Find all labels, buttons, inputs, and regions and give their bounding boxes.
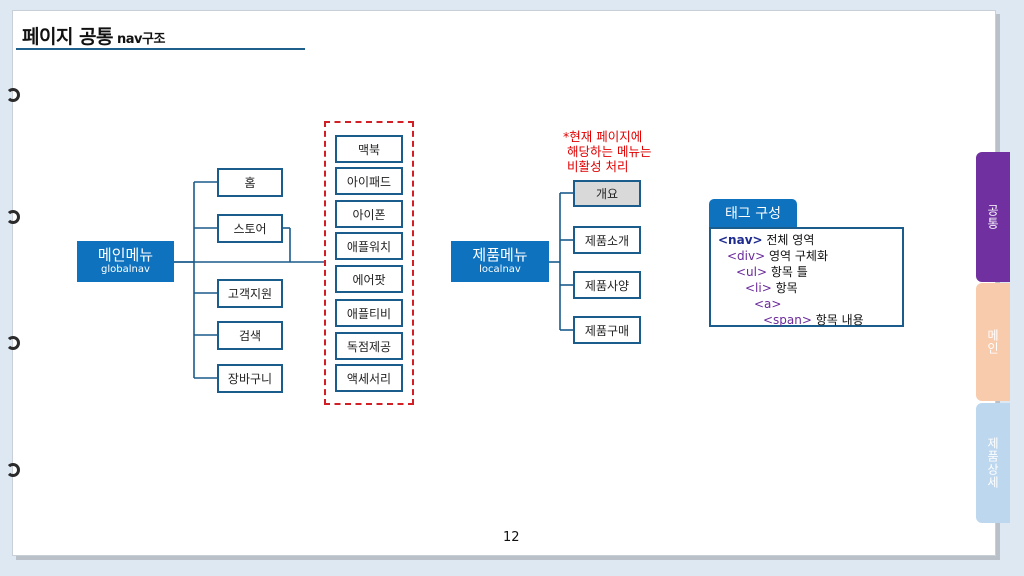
global-nav-item-store: 스토어 (217, 214, 283, 243)
binder-ring-icon (6, 210, 20, 224)
store-submenu-item: 액세서리 (335, 364, 403, 392)
tag-line: <ul> 항목 틀 (718, 264, 902, 280)
store-submenu-item: 아이패드 (335, 167, 403, 195)
tag-desc: 영역 구체화 (765, 249, 829, 263)
tag-structure-header: 태그 구성 (709, 199, 797, 227)
tag-desc: 항목 틀 (767, 265, 808, 279)
store-submenu-item: 에어팟 (335, 265, 403, 293)
tag-line: <span> 항목 내용 (718, 312, 902, 328)
binder-ring-icon (6, 88, 20, 102)
title-underline (16, 48, 305, 50)
binder-ring-icon (6, 463, 20, 477)
store-submenu-item: 맥북 (335, 135, 403, 163)
global-nav-item-search: 검색 (217, 321, 283, 350)
global-nav-node: 메인메뉴 globalnav (77, 241, 174, 282)
global-nav-item-home: 홈 (217, 168, 283, 197)
store-submenu-item: 아이폰 (335, 200, 403, 228)
side-tab-label: 공통 (985, 204, 1000, 230)
tag-desc: 전체 영역 (762, 233, 815, 247)
tag-name: <li> (745, 281, 772, 295)
tag-name: <nav> (718, 233, 763, 247)
global-nav-title: 메인메뉴 (97, 246, 154, 264)
page-title-sub: nav구조 (117, 32, 165, 47)
store-submenu-item: 독점제공 (335, 332, 403, 360)
tag-desc: 항목 (771, 281, 798, 295)
store-submenu-item: 애플워치 (335, 232, 403, 260)
local-nav-item-overview: 개요 (573, 180, 641, 207)
store-submenu-item: 애플티비 (335, 299, 403, 327)
tag-line: <li> 항목 (718, 280, 902, 296)
global-nav-item-cart: 장바구니 (217, 364, 283, 393)
local-nav-item-intro: 제품소개 (573, 226, 641, 254)
page-title-main: 페이지 공통 (22, 26, 114, 48)
local-nav-item-specs: 제품사양 (573, 271, 641, 299)
tag-name: <span> (763, 313, 812, 327)
page-number: 12 (503, 530, 520, 545)
tag-name: <ul> (736, 265, 768, 279)
tag-name: <div> (727, 249, 766, 263)
global-nav-item-support: 고객지원 (217, 279, 283, 308)
local-nav-node: 제품메뉴 localnav (451, 241, 549, 282)
local-nav-subtitle: localnav (479, 264, 521, 275)
binder-ring-icon (6, 336, 20, 350)
local-nav-item-buy: 제품구매 (573, 316, 641, 344)
tag-line: <nav> 전체 영역 (718, 232, 902, 248)
local-nav-title: 제품메뉴 (472, 246, 528, 264)
inactive-note: *현재 페이지에 해당하는 메뉴는 비활성 처리 (563, 129, 652, 174)
global-nav-subtitle: globalnav (101, 264, 150, 275)
store-submenu-group (324, 121, 414, 405)
side-tab-main[interactable]: 메인 (976, 283, 1010, 401)
side-tab-product-detail[interactable]: 제품상세 (976, 403, 1010, 523)
tag-structure-box: <nav> 전체 영역 <div> 영역 구체화 <ul> 항목 틀 <li> … (709, 227, 904, 327)
tag-line: <div> 영역 구체화 (718, 248, 902, 264)
side-tab-common[interactable]: 공통 (976, 152, 1010, 282)
side-tab-label: 제품상세 (985, 437, 1000, 489)
tag-name: <a> (754, 297, 782, 311)
side-tab-label: 메인 (985, 329, 1000, 355)
tag-desc: 항목 내용 (811, 313, 864, 327)
tag-line: <a> (718, 296, 902, 312)
